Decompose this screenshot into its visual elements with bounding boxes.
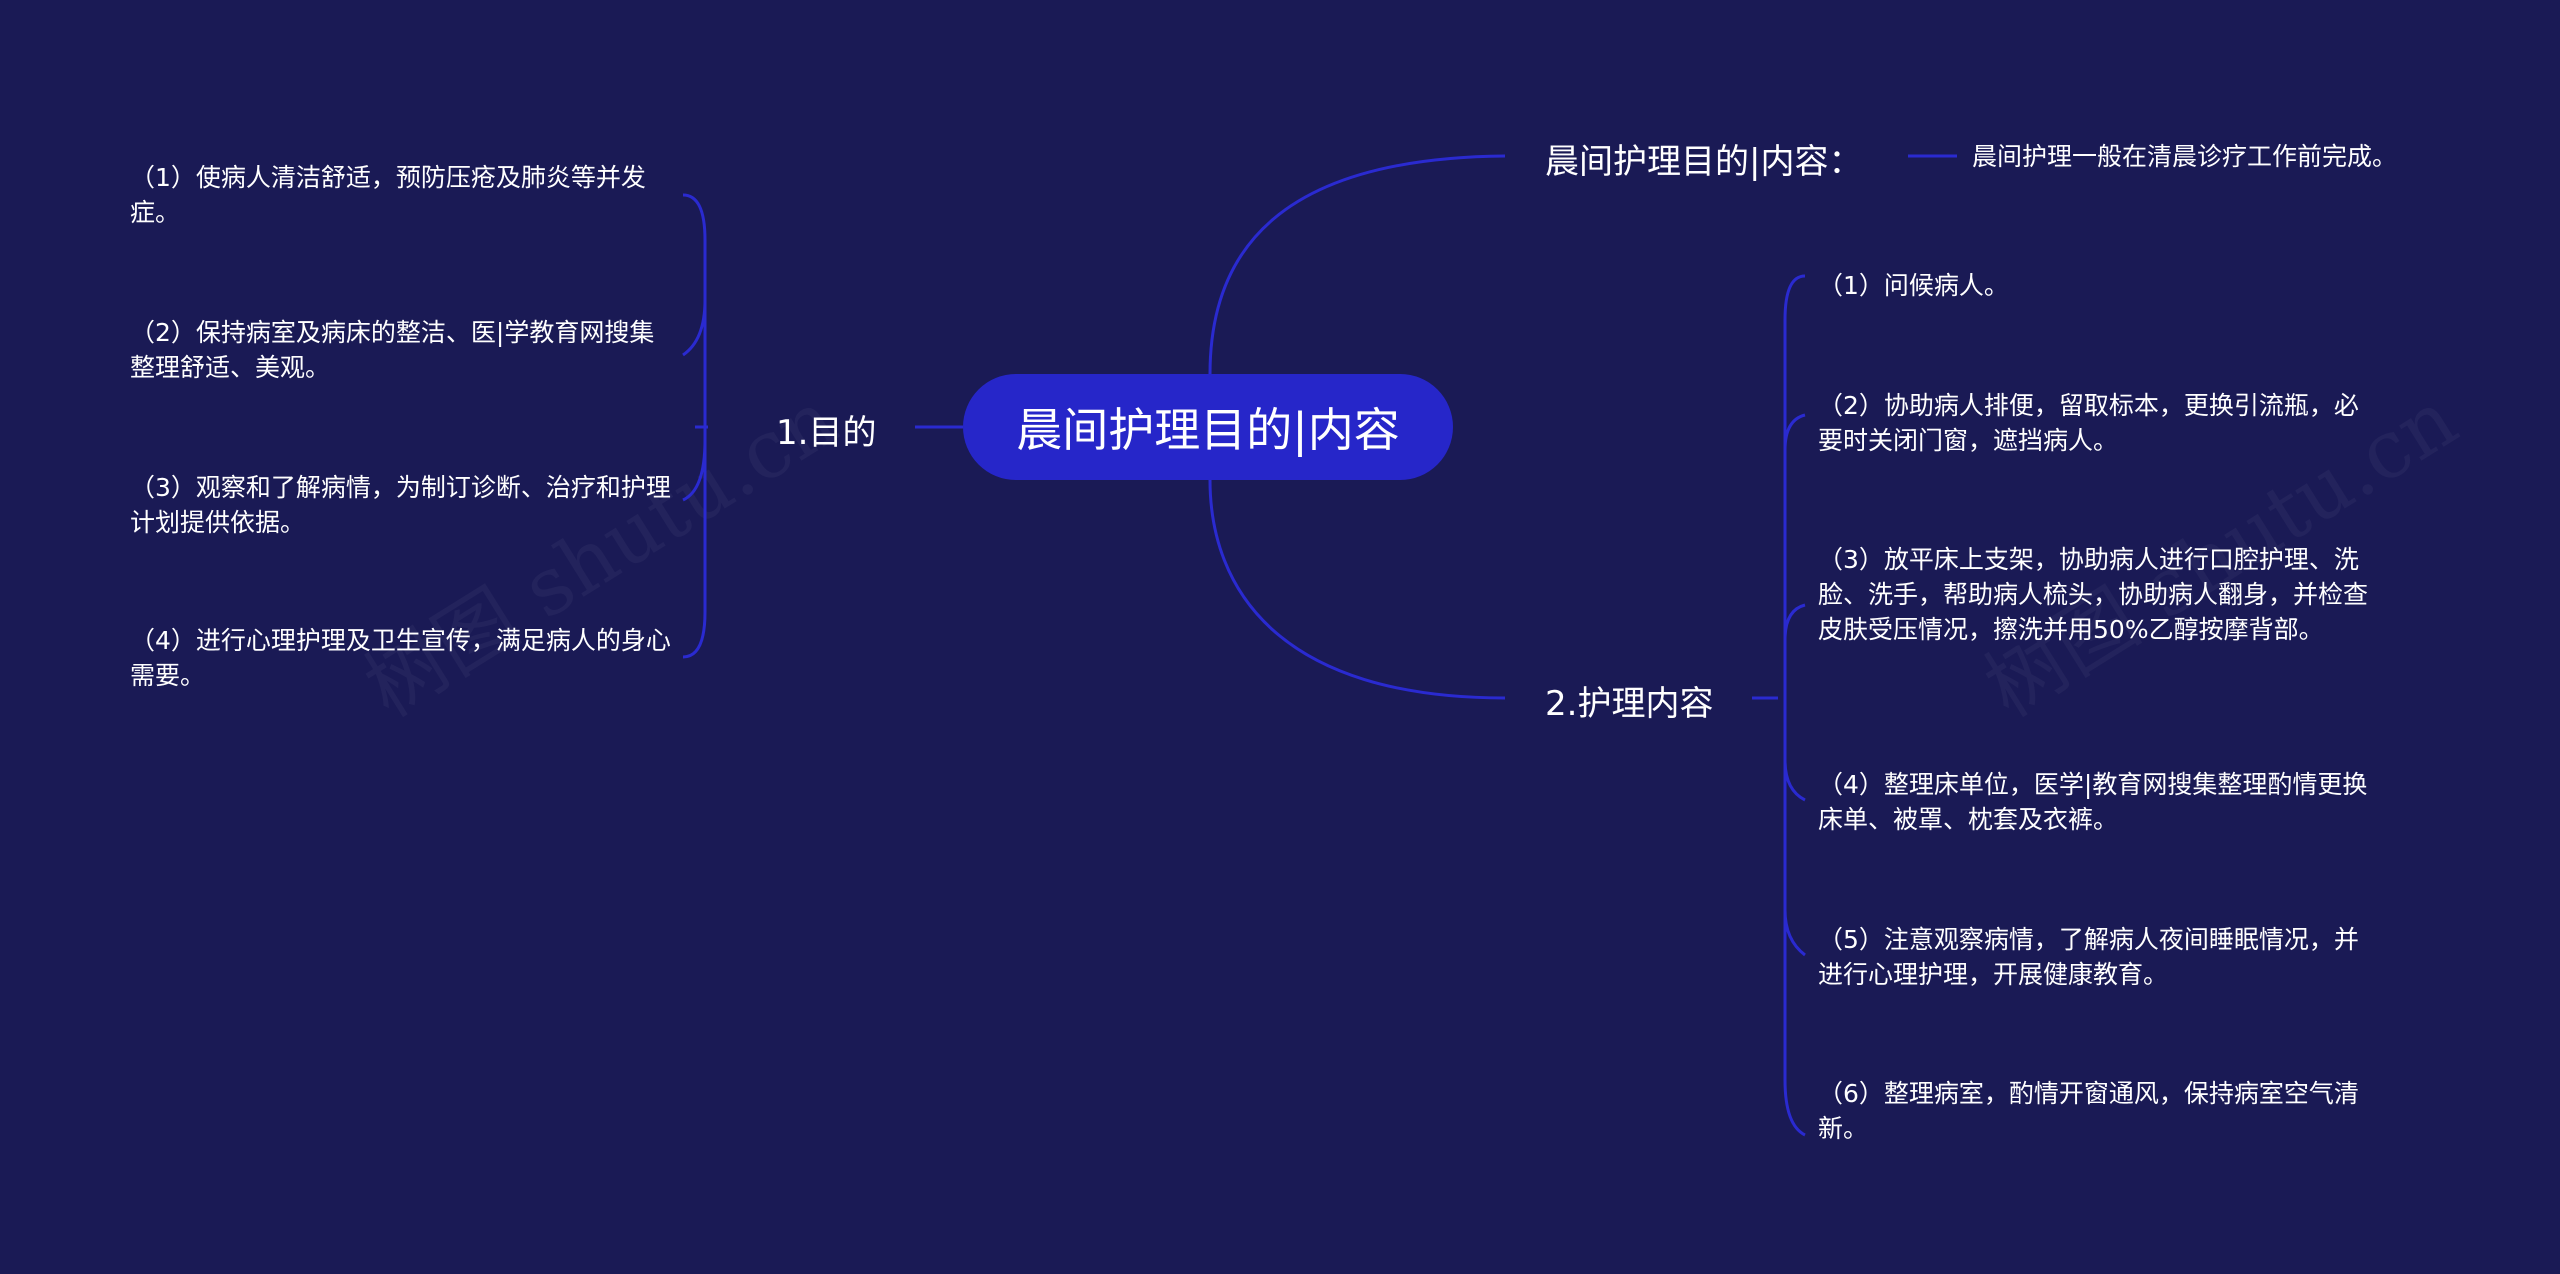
branch-intro[interactable]: 晨间护理目的|内容： bbox=[1545, 142, 1863, 182]
bracket-content-tick-2 bbox=[1783, 603, 1806, 641]
content-item-4[interactable]: （4）整理床单位，医学|教育网搜集整理酌情更换床单、被罩、枕套及衣裤。 bbox=[1818, 770, 2368, 834]
content-item-6[interactable]: （6）整理病室，酌情开窗通风，保持病室空气清新。 bbox=[1818, 1079, 2359, 1143]
content-item-1[interactable]: （1）问候病人。 bbox=[1818, 271, 2009, 300]
purpose-item-3[interactable]: （3）观察和了解病情，为制订诊断、治疗和护理计划提供依据。 bbox=[130, 473, 671, 537]
bracket-content-tick-4 bbox=[1783, 909, 1806, 957]
bracket-purpose bbox=[682, 193, 707, 659]
bracket-purpose-tick-1 bbox=[682, 299, 707, 357]
bracket-content-tick-1 bbox=[1783, 413, 1806, 451]
content-item-3[interactable]: （3）放平床上支架，协助病人进行口腔护理、洗脸、洗手，帮助病人梳头，协助病人翻身… bbox=[1818, 545, 2369, 644]
purpose-item-2[interactable]: （2）保持病室及病床的整洁、医|学教育网搜集整理舒适、美观。 bbox=[130, 318, 655, 382]
connector-root-intro bbox=[1208, 154, 1506, 375]
connector-root-content bbox=[1208, 479, 1506, 700]
bracket-content-tick-3 bbox=[1783, 759, 1806, 802]
intro-item-1[interactable]: 晨间护理一般在清晨诊疗工作前完成。 bbox=[1972, 142, 2398, 171]
branch-purpose[interactable]: 1.目的 bbox=[776, 413, 877, 453]
bracket-purpose-tick-2 bbox=[682, 439, 707, 502]
root-node[interactable]: 晨间护理目的|内容 bbox=[963, 374, 1453, 480]
bracket-content bbox=[1783, 274, 1806, 1137]
content-item-5[interactable]: （5）注意观察病情，了解病人夜间睡眠情况，并进行心理护理，开展健康教育。 bbox=[1818, 925, 2359, 989]
root-label: 晨间护理目的|内容 bbox=[1016, 403, 1400, 457]
branch-content[interactable]: 2.护理内容 bbox=[1545, 684, 1714, 724]
purpose-item-4[interactable]: （4）进行心理护理及卫生宣传，满足病人的身心需要。 bbox=[130, 626, 671, 690]
content-item-2[interactable]: （2）协助病人排便，留取标本，更换引流瓶，必要时关闭门窗，遮挡病人。 bbox=[1818, 391, 2359, 455]
purpose-item-1[interactable]: （1）使病人清洁舒适，预防压疮及肺炎等并发症。 bbox=[130, 163, 646, 227]
